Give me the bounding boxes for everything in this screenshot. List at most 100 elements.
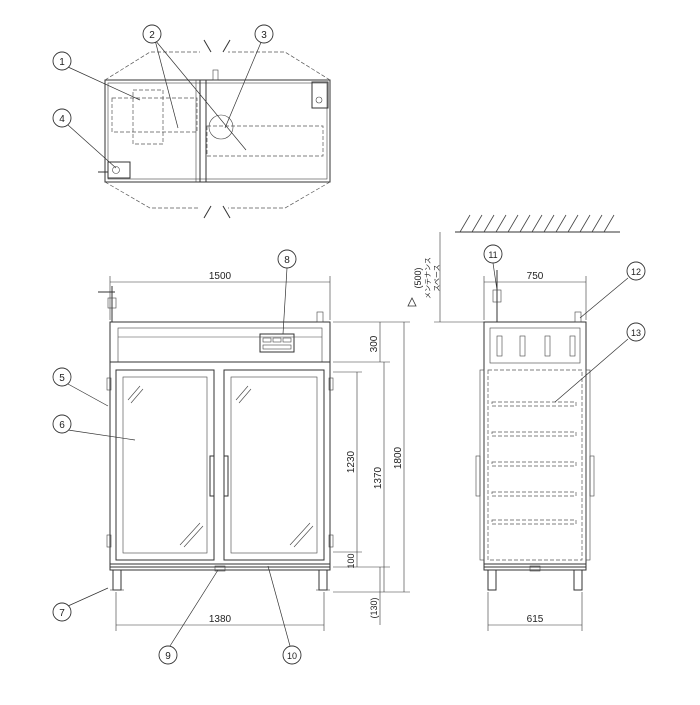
front-leg-right — [318, 569, 328, 591]
side-interior — [487, 369, 583, 561]
side-drain — [529, 565, 541, 572]
hinge-right-bottom — [328, 534, 334, 548]
dim-maintenance: (500) — [413, 267, 423, 288]
dim-depth-base: 615 — [527, 614, 544, 625]
svg-text:5: 5 — [59, 373, 65, 384]
side-door-profile-left — [479, 369, 485, 561]
front-view — [98, 286, 334, 591]
balloon-9: 9 — [158, 645, 178, 665]
left-glass-reflect-2 — [130, 388, 144, 404]
control-display — [262, 344, 292, 350]
shelf-3 — [491, 461, 577, 467]
callout-balloons: 1 2 3 4 5 6 7 8 9 10 11 12 13 — [52, 24, 646, 665]
door-edge-2 — [222, 39, 231, 53]
left-door-frame — [115, 369, 215, 561]
svg-text:2: 2 — [149, 30, 155, 41]
right-door-glass — [230, 376, 318, 554]
shelf-1 — [491, 401, 577, 407]
right-glass-reflect-4 — [293, 525, 314, 548]
front-valve — [107, 297, 117, 309]
plan-unit-1 — [132, 89, 164, 145]
warning-triangle-icon — [407, 297, 417, 307]
right-glass-reflect-3 — [289, 522, 311, 546]
door-edge-3 — [203, 205, 212, 219]
side-view — [455, 214, 620, 591]
front-base — [109, 563, 331, 571]
balloon-12: 12 — [626, 261, 646, 281]
dimension-lines — [109, 232, 587, 631]
door-swing-top-right — [228, 51, 331, 81]
hinge-left-bottom — [106, 534, 112, 548]
balloon-5: 5 — [52, 367, 72, 387]
balloon-11: 11 — [483, 244, 503, 264]
balloon-2: 2 — [142, 24, 162, 44]
plan-control-knob — [315, 96, 323, 104]
svg-text:4: 4 — [59, 114, 65, 125]
maintenance-label-2: スペース — [433, 264, 441, 291]
control-panel — [259, 333, 295, 353]
side-post — [574, 311, 582, 323]
shelf-4 — [491, 491, 577, 497]
plan-fan-circle — [208, 114, 234, 140]
balloon-8: 8 — [277, 249, 297, 269]
svg-text:1: 1 — [59, 57, 65, 68]
door-swing-bottom-right — [228, 181, 331, 209]
side-handle-left — [475, 455, 481, 497]
dim-base: 100 — [346, 553, 356, 568]
plan-body-inner — [107, 82, 328, 180]
dimension-texts: 1500 1380 750 615 300 1230 1370 1800 100… — [209, 257, 544, 625]
left-glass-reflect-1 — [127, 385, 141, 401]
plan-top-post — [212, 69, 219, 81]
plan-view — [98, 39, 331, 219]
svg-text:3: 3 — [261, 30, 267, 41]
side-leg-right — [573, 569, 583, 591]
right-door-handle — [223, 455, 229, 497]
balloon-7: 7 — [52, 602, 72, 622]
svg-text:11: 11 — [488, 250, 497, 260]
plan-fitting-box — [107, 161, 131, 179]
side-top-panel — [489, 327, 581, 364]
maintenance-label-1: メンテナンス — [424, 257, 432, 299]
side-leg-left — [487, 569, 497, 591]
drain — [214, 565, 226, 572]
control-button-2 — [272, 337, 282, 343]
dim-width-base: 1380 — [209, 614, 232, 625]
balloon-3: 3 — [254, 24, 274, 44]
control-button-1 — [262, 337, 272, 343]
dim-depth: 750 — [527, 271, 544, 282]
hinge-right-top — [328, 377, 334, 391]
svg-text:8: 8 — [284, 255, 290, 266]
front-leg-left — [112, 569, 122, 591]
svg-text:12: 12 — [631, 267, 641, 277]
hinge-left-top — [106, 377, 112, 391]
left-door-glass — [122, 376, 208, 554]
shelf-2 — [491, 431, 577, 437]
control-button-3 — [282, 337, 292, 343]
dim-leg: (130) — [369, 597, 379, 618]
left-glass-reflect-3 — [179, 522, 201, 546]
balloon-4: 4 — [52, 108, 72, 128]
door-swing-top-left — [104, 51, 200, 81]
svg-text:10: 10 — [287, 651, 297, 661]
right-glass-reflect-2 — [238, 388, 252, 404]
plan-compartment-left — [111, 97, 198, 133]
shelf-5 — [491, 519, 577, 525]
leader-lines — [67, 39, 629, 647]
balloon-6: 6 — [52, 414, 72, 434]
right-glass-reflect-1 — [235, 385, 249, 401]
right-door-frame — [223, 369, 325, 561]
dim-door-height: 1230 — [346, 450, 357, 473]
left-door-handle — [209, 455, 215, 497]
side-vents — [496, 335, 576, 357]
ceiling-hatch — [459, 214, 615, 233]
plan-compartment-right — [206, 125, 324, 157]
plan-fitting-knob — [112, 166, 120, 174]
dim-height-mid: 1370 — [373, 466, 384, 489]
balloon-1: 1 — [52, 51, 72, 71]
door-edge-1 — [203, 39, 212, 53]
balloon-13: 13 — [626, 322, 646, 342]
dim-top-section: 300 — [369, 335, 380, 352]
svg-text:9: 9 — [165, 651, 171, 662]
